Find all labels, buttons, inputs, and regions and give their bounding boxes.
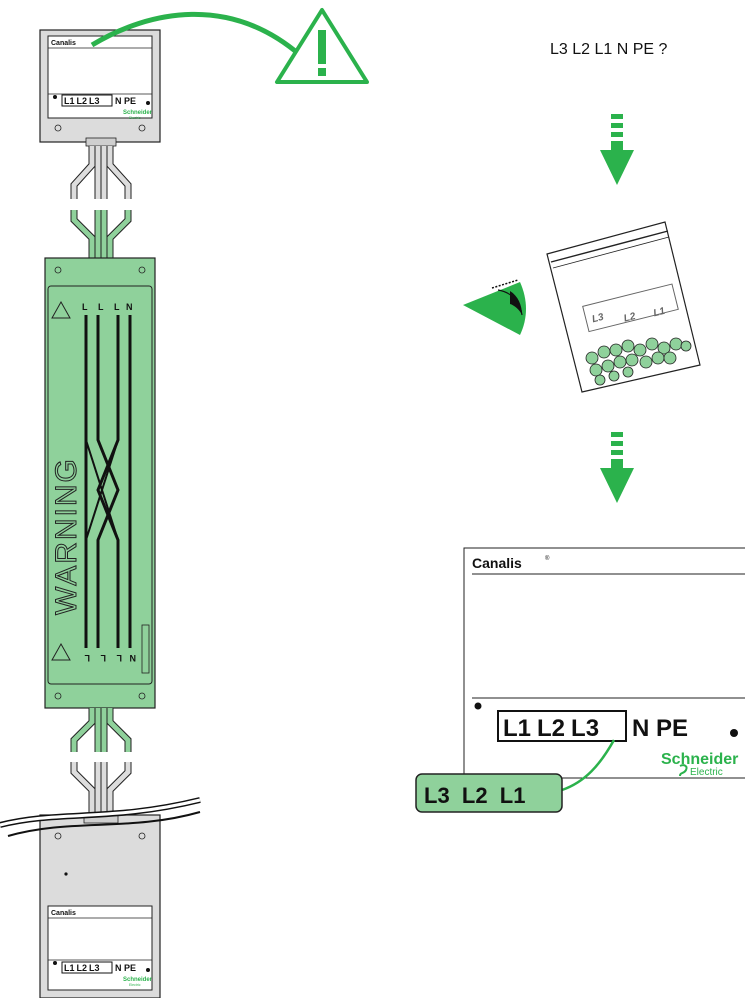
bag-label-strip: L3 L2 L1 (582, 283, 679, 333)
power-cable (0, 797, 201, 837)
svg-text:N: N (130, 653, 137, 663)
svg-text:L: L (82, 302, 88, 312)
detail-box-maker: Schneider (661, 751, 738, 768)
phase-order-question: L3 L2 L1 N PE ? (550, 41, 668, 58)
bottom-box-brand: Canalis (51, 910, 76, 917)
sticker-text: L3 L2 L1 (424, 783, 525, 808)
svg-text:L3: L3 (591, 312, 605, 326)
top-box-maker-sub: Electric (129, 116, 141, 120)
bottom-box-maker-sub: Electric (129, 983, 141, 987)
detail-box-tail: N PE (632, 715, 688, 742)
top-cable-bundle (60, 146, 140, 258)
curved-arrow-to-warning (90, 11, 302, 57)
svg-text:N: N (126, 302, 133, 312)
detail-box-maker-sub: Electric (690, 767, 723, 778)
eye-icon (463, 279, 526, 335)
small-warning-icon-top (51, 300, 71, 319)
svg-text:L: L (114, 302, 120, 312)
bottom-box-maker: Schneider (123, 977, 153, 983)
small-warning-icon-bottom (51, 642, 71, 661)
bottom-conductor-labels: L L L N (84, 653, 136, 663)
svg-text:L1: L1 (652, 306, 666, 320)
down-arrow-icon-2 (600, 432, 634, 503)
top-conductor-labels: L L L N (82, 302, 133, 312)
svg-text:L: L (100, 653, 106, 663)
bag-clips (585, 337, 692, 386)
warning-text: WARNING (50, 457, 83, 615)
down-arrow-icon-1 (600, 114, 634, 185)
top-box-brand: Canalis (51, 40, 76, 47)
svg-text:®: ® (545, 555, 550, 562)
detail-box-brand: Canalis (472, 555, 522, 571)
label-bag: L3 L2 L1 (546, 221, 701, 393)
svg-text:L: L (116, 653, 122, 663)
bottom-box-tail: N PE (115, 963, 136, 973)
warning-panel: WARNING L L L N L L L N (44, 257, 156, 709)
warning-triangle-icon (275, 8, 369, 84)
bottom-cable-bundle (60, 708, 140, 815)
top-box-maker: Schneider (123, 110, 153, 116)
top-box-tail: N PE (115, 96, 136, 106)
svg-text:L2: L2 (623, 311, 637, 325)
phase-sticker: L3 L2 L1 (415, 739, 616, 813)
svg-text:L: L (98, 302, 104, 312)
svg-text:L: L (84, 653, 90, 663)
